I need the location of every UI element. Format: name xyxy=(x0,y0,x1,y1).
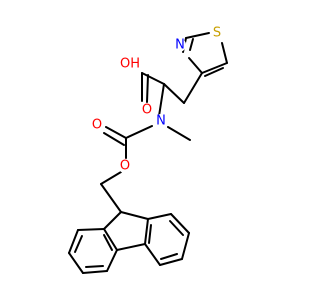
bond xyxy=(204,67,224,77)
atom-bg xyxy=(210,26,224,40)
atom-label-thiazole-n: N xyxy=(175,38,185,53)
bond xyxy=(170,213,190,234)
bond xyxy=(85,265,104,268)
bond xyxy=(141,72,165,85)
bond xyxy=(167,126,191,141)
bond xyxy=(144,243,161,266)
bond xyxy=(147,213,172,220)
atom-bg xyxy=(90,118,104,132)
structure-drawing: OH O N S N O O xyxy=(68,26,228,274)
bond xyxy=(221,42,228,64)
bond xyxy=(120,211,149,220)
bond xyxy=(159,258,183,266)
atom-label-carbamate-o: O xyxy=(92,118,102,133)
bond xyxy=(103,234,113,251)
atom-label-amide-n: N xyxy=(156,114,166,129)
bond xyxy=(158,83,165,117)
bond xyxy=(74,235,83,253)
atom-label-ester-o: O xyxy=(120,159,130,174)
atom-label-acid-o: O xyxy=(142,103,152,118)
bond xyxy=(105,126,127,139)
atom-bg xyxy=(119,54,139,74)
bond xyxy=(68,252,84,274)
bond xyxy=(181,232,190,260)
bond xyxy=(100,171,122,185)
bond xyxy=(163,83,185,104)
atom-labels: OH O N S N O O xyxy=(90,26,224,174)
bond xyxy=(103,228,118,251)
bond xyxy=(82,270,108,274)
bond xyxy=(144,218,149,245)
bond xyxy=(100,183,122,213)
atom-bg xyxy=(140,103,154,117)
bond xyxy=(185,32,210,39)
atom-bg xyxy=(154,114,168,128)
bond xyxy=(160,253,178,260)
bond xyxy=(189,38,194,51)
bond xyxy=(116,243,146,251)
bond xyxy=(103,132,125,146)
bond xyxy=(103,211,122,230)
molecule-canvas: OH O N S N O O xyxy=(68,26,228,274)
bond xyxy=(188,57,203,74)
bond xyxy=(183,72,203,104)
atom-bg xyxy=(172,38,186,52)
atom-bg xyxy=(118,159,132,173)
bonds xyxy=(68,32,228,274)
bond xyxy=(125,125,153,139)
atom-label-acid-oh: OH xyxy=(120,57,140,72)
atom-label-thiazole-s: S xyxy=(213,26,221,41)
bond xyxy=(68,229,79,254)
bond xyxy=(201,62,228,74)
bond xyxy=(148,224,152,244)
bond xyxy=(77,228,105,231)
bond xyxy=(146,74,149,103)
bond xyxy=(106,249,118,272)
bond xyxy=(169,220,184,236)
